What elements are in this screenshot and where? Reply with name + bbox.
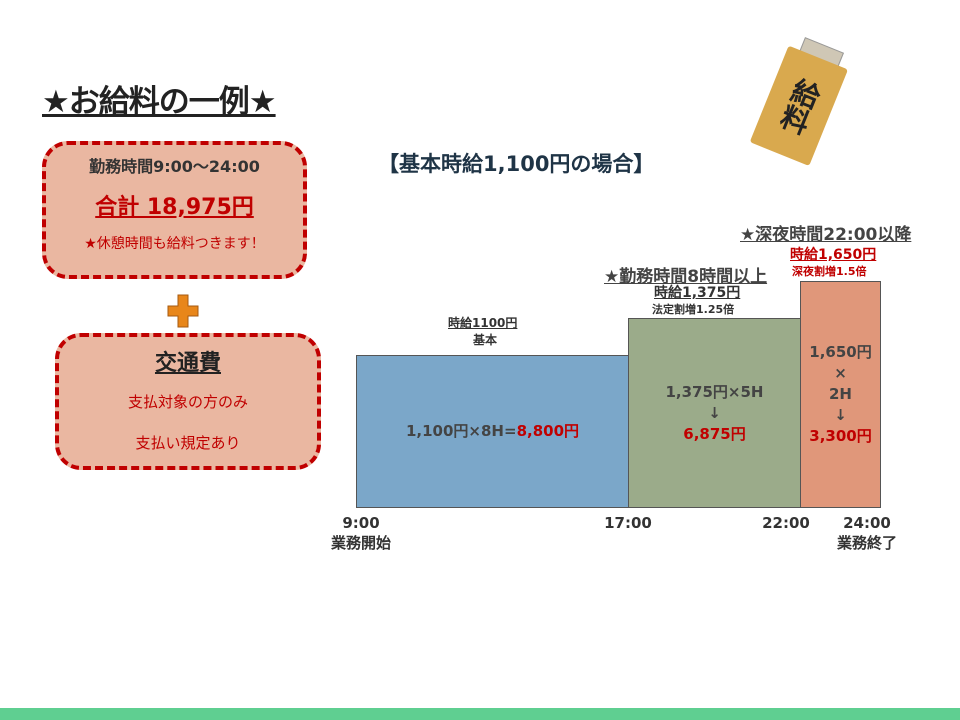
night-times: × bbox=[834, 364, 847, 382]
overtime-amount: 6,875円 bbox=[683, 424, 746, 443]
bar-overtime: 1,375円×5H ↓ 6,875円 bbox=[628, 318, 801, 508]
basic-amount: 8,800円 bbox=[516, 422, 580, 440]
overtime-heading: ★勤務時間8時間以上 bbox=[604, 267, 768, 287]
night-multiplier: 深夜割増1.5倍 bbox=[792, 265, 867, 278]
bar-basic: 1,100円×8H=8,800円 bbox=[356, 355, 629, 508]
night-heading: ★深夜時間22:00以降 bbox=[740, 225, 912, 245]
overtime-multiplier: 法定割増1.25倍 bbox=[652, 303, 735, 316]
salary-envelope-icon: 給料 bbox=[749, 37, 851, 166]
basic-formula: 1,100円×8H= bbox=[405, 422, 517, 440]
transport-line-1: 支払対象の方のみ bbox=[127, 393, 248, 411]
transport-line-2: 支払い規定あり bbox=[135, 434, 241, 452]
night-rate: 時給1,650円 bbox=[790, 247, 877, 263]
total-pay: 合計 18,975円 bbox=[95, 195, 254, 220]
page-title: ★お給料の一例★ bbox=[42, 84, 277, 120]
basic-rate: 時給1100円 bbox=[448, 316, 518, 330]
overtime-formula: 1,375円×5H bbox=[665, 382, 764, 401]
tick-17: 17:00 bbox=[604, 514, 652, 532]
transport-title: 交通費 bbox=[154, 351, 221, 376]
plus-icon bbox=[167, 294, 199, 328]
arrow-down-icon: ↓ bbox=[708, 403, 721, 422]
break-note: ★休憩時間も給料つきます！ bbox=[84, 236, 265, 252]
footer-bar bbox=[0, 708, 960, 720]
basic-label: 基本 bbox=[473, 333, 498, 347]
transport-box: 交通費 支払対象の方のみ 支払い規定あり bbox=[55, 333, 321, 470]
night-amount: 3,300円 bbox=[809, 427, 872, 445]
tick-22: 22:00 bbox=[762, 514, 810, 532]
night-formula-rate: 1,650円 bbox=[809, 343, 872, 361]
bar-night: 1,650円 × 2H ↓ 3,300円 bbox=[800, 281, 881, 508]
night-formula-hours: 2H bbox=[829, 385, 852, 403]
total-summary-box: 勤務時間9:00～24:00 合計 18,975円 ★休憩時間も給料つきます！ bbox=[42, 141, 307, 279]
arrow-down-icon: ↓ bbox=[834, 406, 847, 424]
work-hours: 勤務時間9:00～24:00 bbox=[89, 157, 260, 176]
overtime-rate: 時給1,375円 bbox=[654, 285, 741, 301]
chart-title: 【基本時給1,100円の場合】 bbox=[378, 152, 655, 176]
